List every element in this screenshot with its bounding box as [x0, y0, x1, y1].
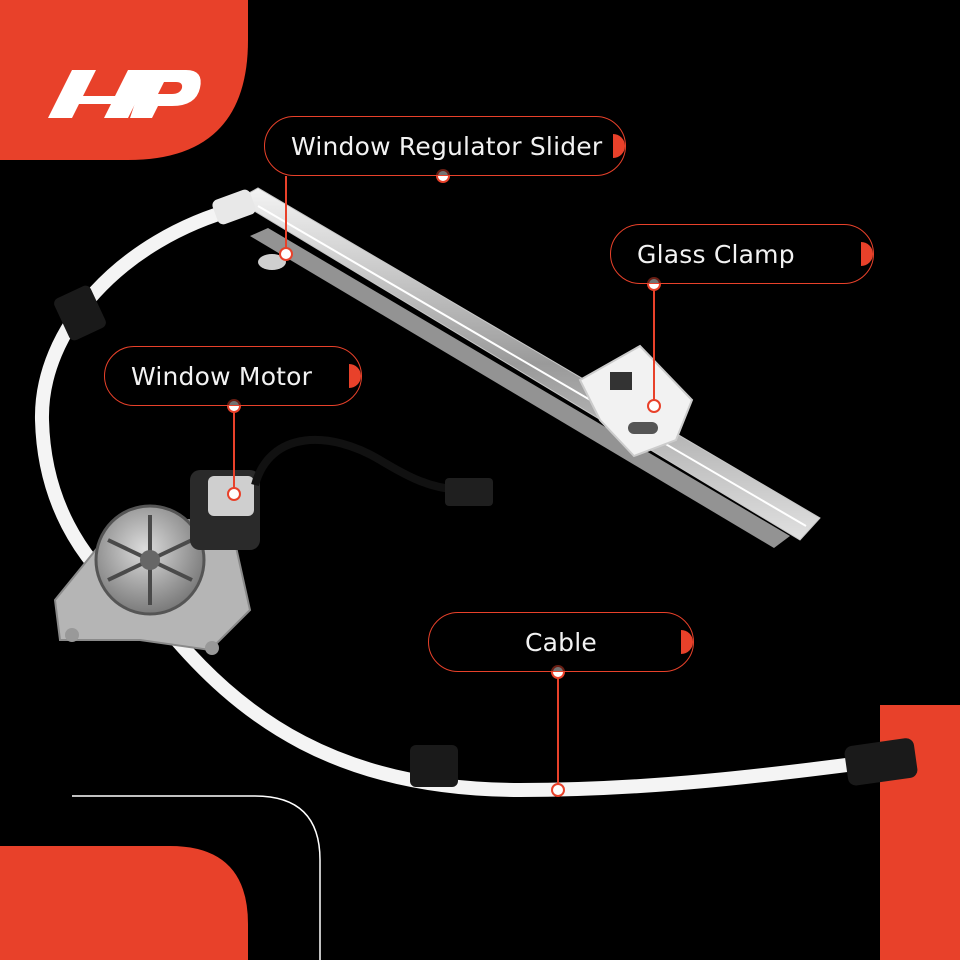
cable-lower-sweep [153, 613, 877, 798]
callout-cap-icon [613, 134, 625, 158]
cable-clip-left [54, 285, 106, 341]
callout-cap-icon [349, 364, 361, 388]
callout-label: Window Motor [131, 361, 313, 391]
callout-label: Window Regulator Slider [291, 131, 603, 161]
callout-cap-icon [861, 242, 873, 266]
callout-label: Cable [525, 627, 597, 657]
callout-glass-clamp: Glass Clamp [610, 224, 874, 284]
callout-cable: Cable [428, 612, 694, 672]
callout-window-motor: Window Motor [104, 346, 362, 406]
callout-window-regulator-slider: Window Regulator Slider [264, 116, 626, 176]
callout-dots [227, 169, 661, 797]
cable-clip-bottom [410, 745, 458, 787]
corner-shape-bottom-left [0, 846, 248, 960]
callout-cap-icon [681, 630, 693, 654]
brand-logo [48, 70, 201, 118]
corner-outline-bottom-left [72, 795, 321, 960]
cable-upper-arc [34, 201, 245, 607]
regulator-rail [212, 187, 821, 548]
glass-clamp [578, 344, 694, 458]
callout-label: Glass Clamp [637, 239, 795, 269]
cable-end-fitting [844, 738, 918, 786]
callout-leaders [233, 176, 655, 790]
window-motor [53, 435, 493, 655]
